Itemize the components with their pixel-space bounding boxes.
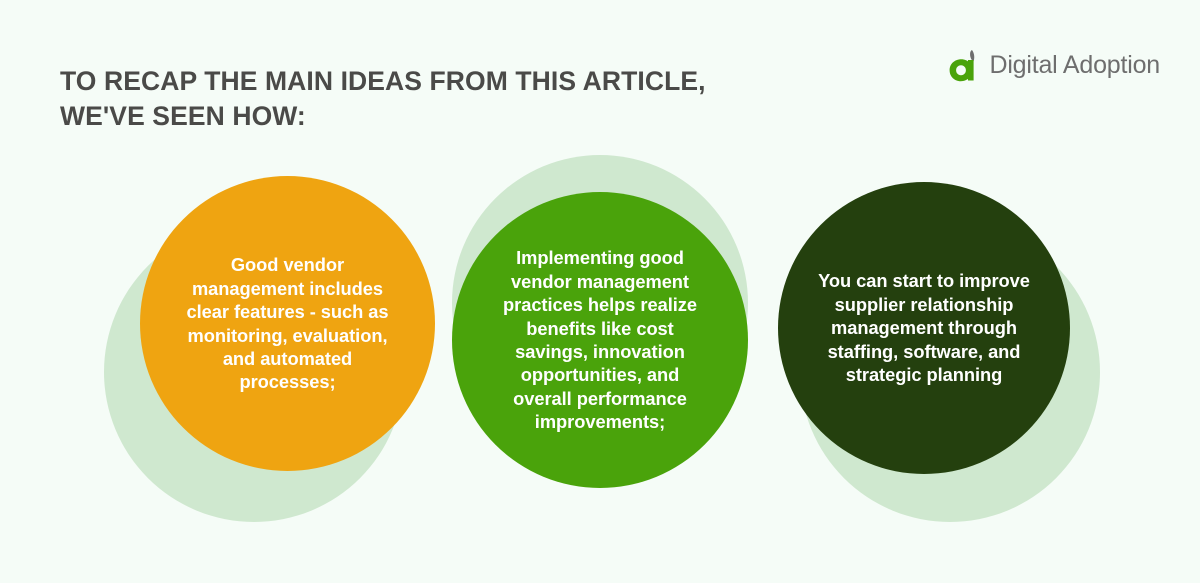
bubble-text-2: Implementing good vendor management prac… — [503, 247, 697, 433]
bubble-supplier-relationship-management: You can start to improve supplier relati… — [778, 182, 1070, 474]
bubble-vendor-management-benefits: Implementing good vendor management prac… — [452, 192, 748, 488]
page-title: TO RECAP THE MAIN IDEAS FROM THIS ARTICL… — [60, 65, 706, 132]
bubble-vendor-management-features: Good vendor management includes clear fe… — [140, 176, 435, 471]
digital-adoption-a-leaf-logo-icon — [950, 50, 975, 82]
bubble-text-3: You can start to improve supplier relati… — [818, 270, 1030, 386]
brand-name: Digital Adoption — [989, 50, 1160, 79]
brand-logo: Digital Adoption — [948, 47, 1160, 83]
bubble-text-1: Good vendor management includes clear fe… — [186, 254, 389, 393]
